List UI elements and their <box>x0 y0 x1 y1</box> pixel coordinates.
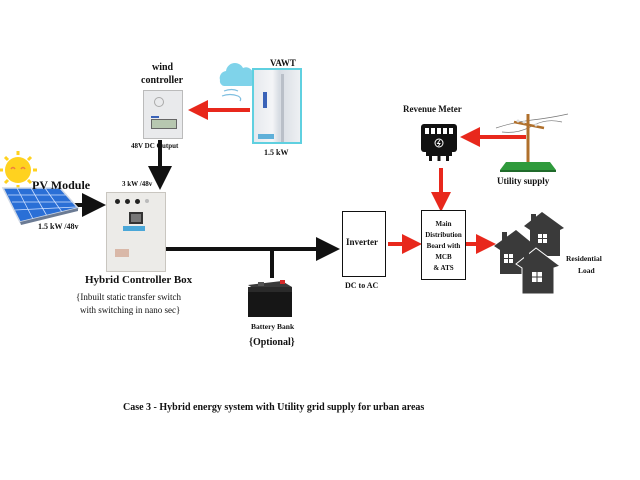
cloud-wind-icon <box>219 63 256 102</box>
residential-load-node: Residential Load <box>494 208 604 300</box>
battery-note: {Optional} <box>249 337 295 348</box>
mdb-line: & ATS <box>433 264 454 272</box>
revenue-meter-title: Revenue Meter <box>403 104 462 114</box>
mdb-line: MCB <box>435 253 452 261</box>
hybrid-title: Hybrid Controller Box <box>85 274 193 286</box>
utility-supply-node: Utility supply <box>494 110 570 192</box>
pv-module-title: PV Module <box>32 178 91 192</box>
mdb-line: Distribution <box>425 231 462 239</box>
inverter-node[interactable]: Inverter <box>342 211 386 277</box>
battery-node: Battery Bank {Optional} <box>240 275 320 355</box>
wind-controller-node: wind controller 48V DC Output <box>128 62 198 158</box>
wind-controller-title-line2: controller <box>141 75 184 86</box>
wind-turbine-icon <box>252 68 302 144</box>
utility-supply-title: Utility supply <box>497 176 550 186</box>
residential-load-line2: Load <box>578 266 595 275</box>
mdb-line: Main <box>435 220 452 228</box>
hybrid-controller-node: 3 kW /48v Hybrid Controller Box {Inbuilt… <box>60 178 240 323</box>
pv-module-node: PV Module 1.5 kW /48v <box>0 150 100 240</box>
hybrid-note-line2: with switching in nano sec} <box>80 305 181 315</box>
battery-title: Battery Bank <box>251 322 295 331</box>
wind-controller-output: 48V DC Output <box>131 142 179 150</box>
revenue-meter-node: Revenue Meter <box>400 104 480 170</box>
pv-module-rating: 1.5 kW /48v <box>38 222 79 231</box>
vawt-rating: 1.5 kW <box>264 148 289 157</box>
houses-icon <box>494 212 564 295</box>
solar-panel-icon <box>1 187 80 225</box>
wind-controller-icon <box>143 90 183 139</box>
wind-controller-title-line1: wind <box>152 62 174 73</box>
vawt-node: VAWT 1.5 kW <box>214 58 310 162</box>
control-panel-icon <box>106 192 166 272</box>
hybrid-rating: 3 kW /48v <box>122 180 153 188</box>
hybrid-note-line1: {Inbuilt static transfer switch <box>76 292 182 302</box>
diagram-caption: Case 3 - Hybrid energy system with Utili… <box>123 402 425 413</box>
mdb-line: Board with <box>426 242 461 250</box>
battery-icon <box>248 280 292 317</box>
vawt-title: VAWT <box>270 58 296 68</box>
residential-load-line1: Residential <box>566 254 602 263</box>
mdb-node[interactable]: Main Distribution Board with MCB & ATS <box>421 210 466 280</box>
inverter-title: Inverter <box>346 237 378 247</box>
energy-meter-icon <box>421 124 457 161</box>
utility-pole-icon <box>495 113 569 172</box>
inverter-subtitle: DC to AC <box>345 281 379 290</box>
